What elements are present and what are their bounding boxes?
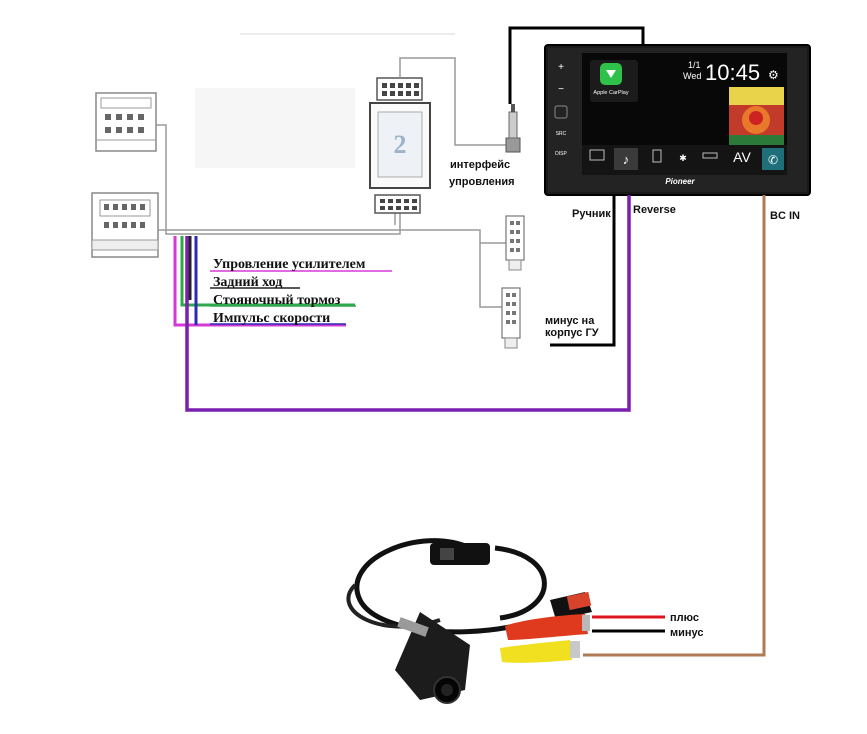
bluetooth-icon: ✱: [679, 153, 687, 163]
head-unit: + − SRC DISP Apple CarPlay 1/1 Wed 10:45…: [544, 44, 811, 196]
head-unit-clock: 10:45: [705, 60, 760, 85]
interface-wire-gray: [399, 57, 506, 146]
av-button: AV: [733, 149, 751, 165]
interface-label-line1: интерфейс: [450, 159, 510, 171]
home-button-icon: [554, 105, 568, 119]
phone-app-icon: [652, 149, 662, 163]
src-label: SRC: [556, 131, 567, 137]
plus-label: плюс: [670, 612, 699, 624]
wire-amp-control: [173, 236, 346, 327]
handbrake-label: Ручник: [572, 208, 611, 220]
music-note-icon: ♪: [623, 152, 630, 167]
legend-underlines: [210, 270, 392, 325]
minus-ground-label-line2: корпус ГУ: [545, 327, 599, 339]
small-connector-lower: [501, 287, 521, 349]
legend-speed-pulse: Импульс скорости: [213, 311, 330, 326]
minus-label: минус: [670, 627, 704, 639]
rear-camera: [346, 538, 592, 704]
reverse-label: Reverse: [633, 204, 676, 216]
disp-label: DISP: [555, 151, 567, 157]
brand-logo: Pioneer: [665, 177, 695, 186]
phone-icon: ✆: [768, 153, 778, 167]
settings-gear-icon: ⚙: [768, 68, 779, 82]
aux-icon: [702, 152, 718, 159]
minus-ground-label-line1: минус на: [545, 315, 595, 327]
wire-camera-video-brown: [583, 195, 766, 657]
legend-reverse: Задний ход: [213, 275, 282, 290]
wire-reverse: [180, 236, 355, 307]
radio-icon: [589, 149, 605, 161]
car-harness-connector-top: [95, 92, 157, 152]
function-wires: [173, 236, 355, 327]
carplay-label: Apple CarPlay: [593, 90, 628, 96]
bc-in-label: BC IN: [770, 210, 800, 222]
artifact-block: [195, 88, 355, 168]
head-unit-date: 1/1: [688, 60, 701, 70]
small-connector-upper: [505, 215, 525, 271]
legend-parking-brake: Стояночный тормоз: [213, 293, 341, 308]
car-harness-connector-bottom: [91, 192, 159, 258]
legend-amp-control: Упровление усилителем: [213, 257, 366, 272]
head-unit-weekday: Wed: [683, 71, 701, 81]
interface-label-line2: упровления: [449, 176, 515, 188]
interface-module: 2: [369, 77, 431, 214]
wire-reverse-purple: [185, 195, 631, 412]
volume-up-icon: +: [558, 62, 564, 73]
volume-down-icon: −: [558, 84, 564, 95]
steering-interface-jack: [505, 104, 521, 153]
interface-logo: 2: [394, 130, 407, 159]
wire-handbrake-black: [550, 195, 616, 347]
wire-interface-black: [508, 26, 645, 104]
